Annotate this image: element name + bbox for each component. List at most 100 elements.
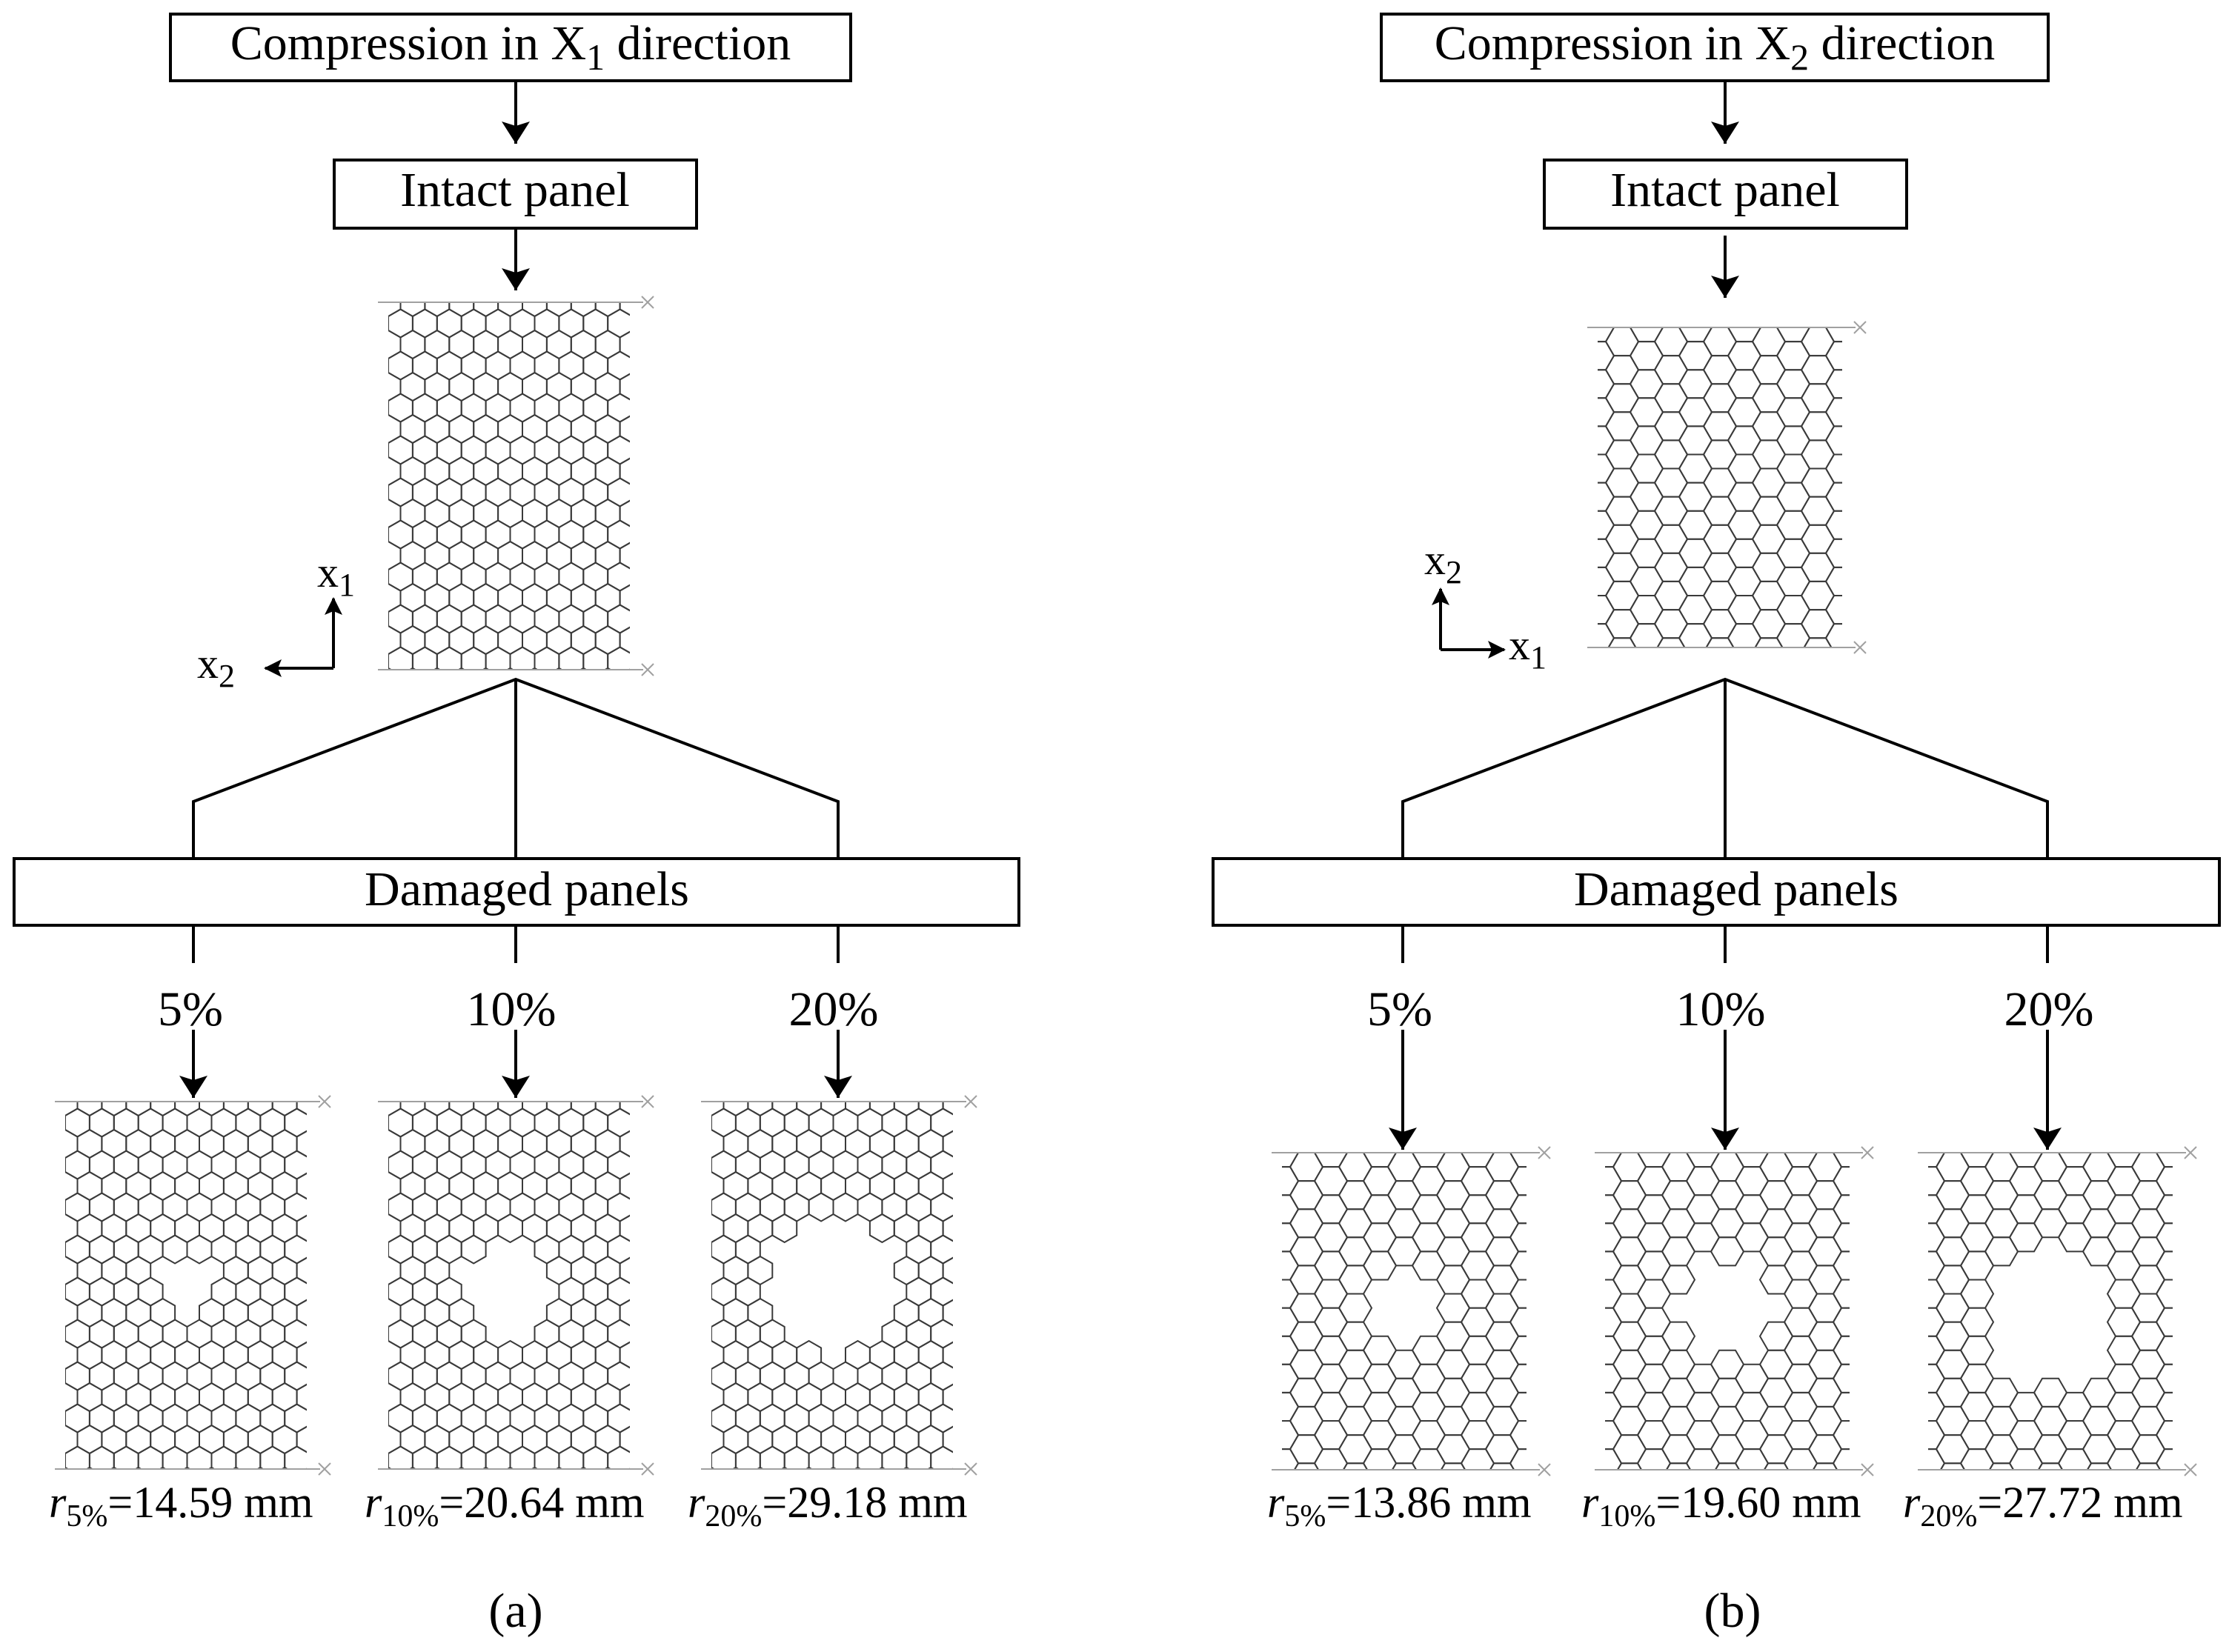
hex-cell	[711, 1452, 712, 1469]
hex-cell	[734, 1445, 761, 1469]
hex-cell	[1824, 397, 1842, 427]
hex-cell	[632, 1447, 657, 1475]
hex-cell	[942, 1383, 953, 1411]
hex-cell	[1858, 1181, 1890, 1209]
hex-cell	[632, 1151, 657, 1179]
percent-10-b: 10%	[1676, 982, 1766, 1036]
boundary-cross	[2184, 1463, 2197, 1476]
hex-cell	[583, 1067, 608, 1095]
hex-cell	[968, 1130, 992, 1158]
hex-cell	[322, 1299, 346, 1327]
hex-cell	[162, 1445, 188, 1469]
hex-cell	[1824, 425, 1842, 456]
hex-cell	[619, 542, 630, 570]
hex-cell	[1509, 1279, 1527, 1309]
hex-cell	[29, 1383, 53, 1411]
hex-cell	[1509, 1363, 1527, 1393]
hex-cell	[1557, 356, 1589, 384]
hex-cell	[711, 1445, 737, 1469]
hex-cell	[1564, 1237, 1597, 1265]
hex-cell	[1858, 1379, 1890, 1407]
hex-cell	[1241, 1153, 1274, 1181]
hex-cell	[619, 1341, 630, 1369]
hex-cell	[1589, 1110, 1621, 1139]
hex-cell	[1887, 1265, 1920, 1293]
hex-cell	[388, 667, 393, 670]
radius-5-a: r5%=14.59 mm	[49, 1478, 313, 1533]
hex-cell	[1850, 553, 1883, 582]
hex-cell	[968, 1383, 992, 1411]
hex-cell	[2181, 1491, 2213, 1519]
radius-20-b: r20%=27.72 mm	[1903, 1478, 2183, 1533]
hex-cell	[309, 1236, 333, 1264]
hex-cell	[1661, 1265, 1696, 1295]
hex-cell	[2155, 1335, 2173, 1365]
hex-cell	[955, 1320, 980, 1348]
damaged-label-a: Damaged panels	[365, 862, 689, 916]
hex-cell	[1535, 1181, 1567, 1209]
hex-cell	[1887, 1379, 1920, 1407]
hex-cell	[1437, 1125, 1469, 1153]
hex-cell	[645, 584, 669, 612]
hex-cell	[1557, 384, 1589, 412]
branch-arrows-b	[1389, 925, 2062, 1150]
tree-lines-b	[1401, 677, 2049, 859]
hex-cell	[808, 1445, 834, 1469]
hex-cell	[1850, 412, 1883, 440]
hex-cell	[1509, 1420, 1527, 1451]
hex-cell	[485, 1445, 511, 1469]
hex-cell	[29, 1425, 53, 1453]
hex-cell	[657, 1193, 681, 1222]
hex-cell	[1735, 1110, 1768, 1139]
hex-cell	[645, 415, 669, 443]
axes-a: x1 x2	[197, 548, 355, 694]
hex-cell	[711, 1368, 712, 1385]
caption-b: (b)	[1704, 1584, 1761, 1638]
hex-cell	[632, 436, 657, 464]
hex-cell	[235, 1445, 262, 1469]
hex-cell	[882, 1067, 906, 1095]
hex-cell	[1777, 652, 1810, 680]
boundary-cross	[2184, 1146, 2197, 1159]
hex-cell	[65, 1452, 66, 1469]
hex-cell	[322, 1468, 346, 1496]
hex-cell	[236, 1067, 260, 1095]
hex-cell	[1809, 1125, 1841, 1153]
honeycomb-cells	[1887, 1125, 2213, 1519]
hex-cell	[1687, 1110, 1719, 1139]
hex-cell	[1557, 666, 1589, 694]
hex-cell	[388, 526, 389, 543]
hex-cell	[657, 479, 681, 507]
hex-cell	[309, 1405, 333, 1433]
hex-cell	[1850, 356, 1883, 384]
hex-cell	[711, 1156, 712, 1173]
hex-cell	[607, 646, 630, 670]
hex-cell	[388, 568, 389, 585]
hex-cell	[619, 626, 630, 654]
hex-cell	[1850, 384, 1883, 412]
hex-cell	[509, 646, 536, 670]
hex-cell	[1557, 412, 1589, 440]
hex-cell	[1858, 1491, 1890, 1519]
hex-cell	[632, 1405, 657, 1433]
hex-cell	[1936, 1125, 1969, 1153]
hex-cell	[1887, 1350, 1920, 1379]
hex-cell	[1630, 285, 1663, 313]
hex-cell	[1661, 327, 1681, 328]
hex-cell	[1557, 610, 1589, 638]
hex-cell	[296, 1341, 307, 1369]
hex-cell	[296, 1383, 307, 1411]
hex-cell	[1824, 566, 1842, 596]
hex-cell	[619, 499, 630, 527]
hex-cell	[1339, 1125, 1372, 1153]
hex-cell	[930, 1445, 953, 1469]
hex-cell	[980, 1109, 1004, 1137]
hex-cell	[1581, 285, 1614, 313]
hex-cell	[29, 1341, 53, 1369]
hex-cell	[388, 1410, 389, 1427]
honeycomb-cells	[711, 1067, 1004, 1469]
hex-cell	[1535, 1350, 1567, 1379]
hex-cell	[632, 394, 657, 422]
hex-cell	[632, 310, 657, 338]
hex-cell	[1824, 341, 1842, 371]
